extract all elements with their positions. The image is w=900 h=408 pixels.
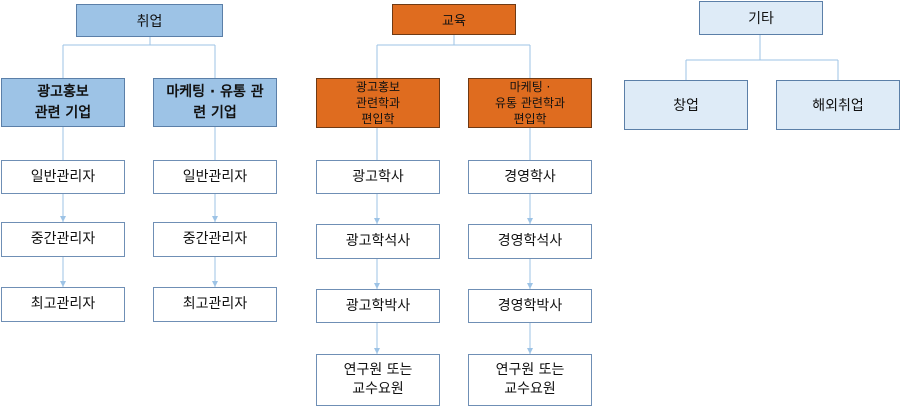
- marketing-company-step-3: 최고관리자: [153, 287, 277, 322]
- ad-degree-step-1: 광고학사: [316, 160, 440, 194]
- other-header: 기타: [699, 1, 823, 35]
- business-degree-step-3: 경영학박사: [468, 289, 592, 323]
- marketing-company-step-2: 중간관리자: [153, 222, 277, 257]
- employment-header: 취업: [76, 4, 223, 37]
- ad-company-step-2: 중간관리자: [1, 222, 125, 257]
- business-degree-step-4: 연구원 또는 교수요원: [468, 354, 592, 406]
- marketing-company-step-1: 일반관리자: [153, 160, 277, 194]
- ad-company-step-1: 일반관리자: [1, 160, 125, 194]
- startup-box: 창업: [624, 80, 748, 130]
- overseas-employment-box: 해외취업: [776, 80, 900, 130]
- business-degree-step-2: 경영학석사: [468, 224, 592, 259]
- ad-degree-step-3: 광고학박사: [316, 289, 440, 323]
- ad-degree-step-4: 연구원 또는 교수요원: [316, 354, 440, 406]
- marketing-transfer-box: 마케팅 · 유통 관련학과 편입학: [468, 78, 592, 128]
- ad-degree-step-2: 광고학석사: [316, 224, 440, 259]
- marketing-company-box: 마케팅 · 유통 관 련 기업: [153, 78, 277, 127]
- education-header: 교육: [392, 4, 516, 35]
- advertising-company-box: 광고홍보 관련 기업: [1, 78, 125, 127]
- business-degree-step-1: 경영학사: [468, 160, 592, 194]
- ad-company-step-3: 최고관리자: [1, 287, 125, 322]
- advertising-transfer-box: 광고홍보 관련학과 편입학: [316, 78, 440, 128]
